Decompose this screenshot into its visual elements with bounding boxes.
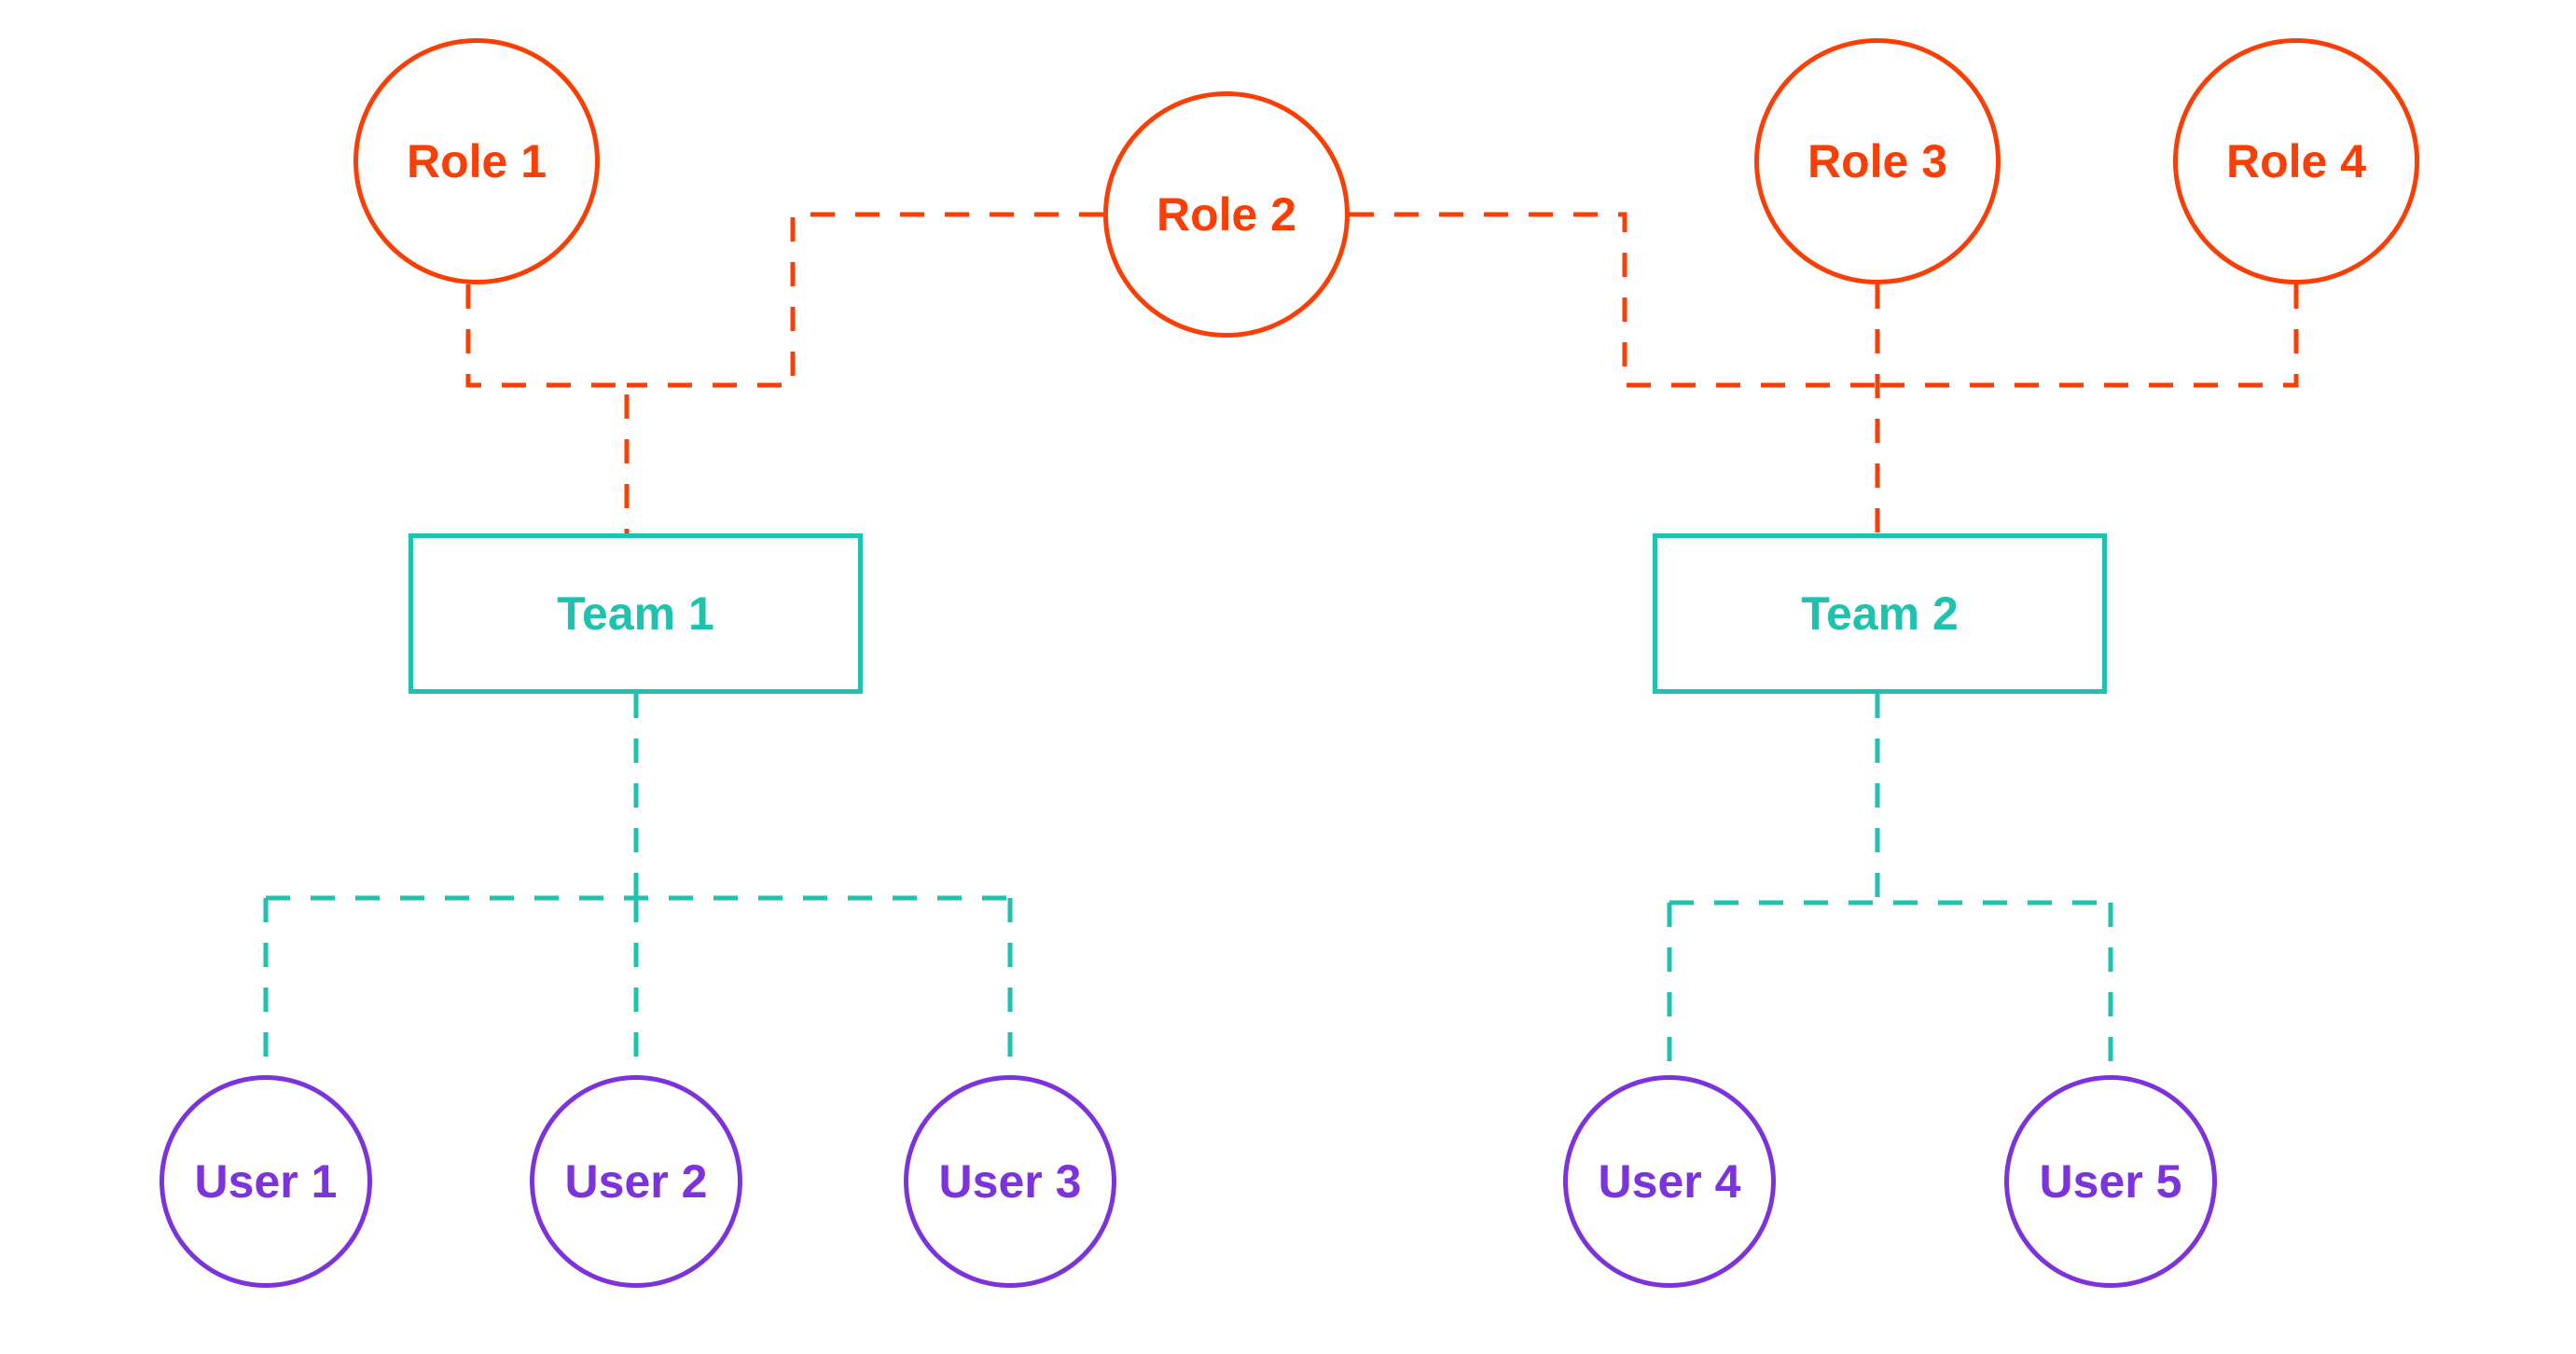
user-label: User 5	[2039, 1155, 2182, 1208]
user-node-user2[interactable]: User 2	[530, 1075, 742, 1288]
team-node-team1[interactable]: Team 1	[409, 533, 863, 694]
role-node-role2[interactable]: Role 2	[1103, 91, 1350, 338]
role-label: Role 3	[1807, 135, 1948, 187]
role-node-role4[interactable]: Role 4	[2173, 38, 2419, 284]
edge-role1-team1	[465, 284, 630, 533]
role-node-role3[interactable]: Role 3	[1754, 38, 2001, 284]
team-node-team2[interactable]: Team 2	[1653, 533, 2107, 694]
edge-role4-team2	[1877, 284, 2299, 388]
team-to-user-edges	[263, 694, 2113, 1075]
edge-role2-team2	[1350, 212, 1877, 388]
user-label: User 3	[938, 1155, 1082, 1208]
user-label: User 2	[564, 1155, 708, 1208]
team-label: Team 1	[557, 587, 714, 640]
role-label: Role 4	[2225, 135, 2367, 187]
role-node-role1[interactable]: Role 1	[353, 38, 600, 284]
role-label: Role 2	[1156, 188, 1297, 241]
user-node-user4[interactable]: User 4	[1563, 1075, 1776, 1288]
user-node-user5[interactable]: User 5	[2004, 1075, 2217, 1288]
user-label: User 1	[194, 1155, 338, 1208]
role-label: Role 1	[406, 135, 547, 187]
user-label: User 4	[1598, 1155, 1741, 1208]
edge-role2-team1	[627, 212, 1103, 388]
user-node-user1[interactable]: User 1	[159, 1075, 372, 1288]
team-label: Team 2	[1801, 587, 1959, 640]
user-node-user3[interactable]: User 3	[904, 1075, 1116, 1288]
role-to-team-edges	[465, 212, 2299, 533]
